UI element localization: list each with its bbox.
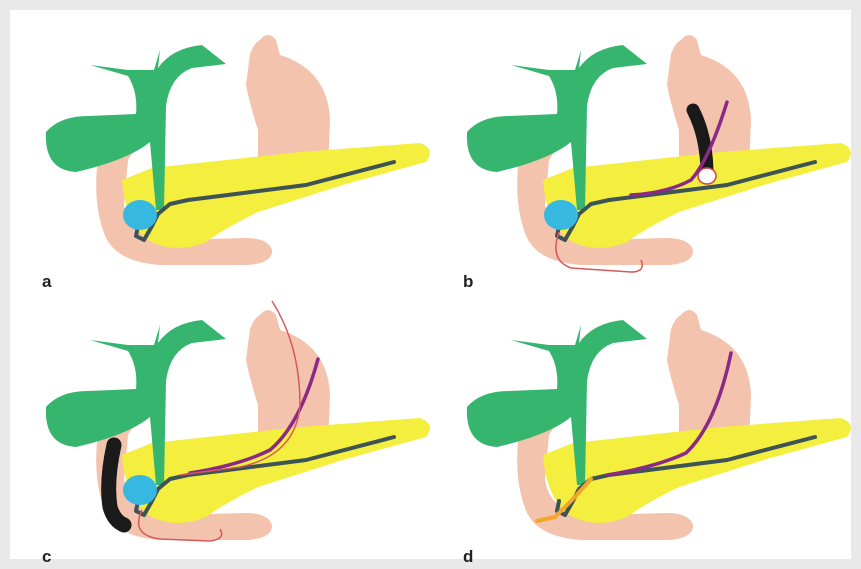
- anatomy: [467, 35, 851, 265]
- panel-label-c: c: [42, 547, 51, 567]
- panel-d: d: [431, 285, 851, 559]
- pancreas: [543, 143, 851, 248]
- panel-b-illustration: [431, 10, 851, 284]
- anatomy: [46, 35, 430, 265]
- panel-d-illustration: [431, 285, 851, 559]
- pancreatic-stone: [544, 200, 578, 230]
- endoscope-tip: [698, 168, 716, 184]
- pancreatic-stone: [123, 200, 157, 230]
- panel-c: c: [10, 285, 430, 559]
- panel-b: b: [431, 10, 851, 284]
- panel-a: a: [10, 10, 430, 284]
- pancreas: [543, 418, 851, 523]
- pancreatic-stone: [123, 475, 157, 505]
- figure-frame: a b: [10, 10, 851, 559]
- anatomy: [467, 310, 851, 540]
- pancreas: [122, 418, 430, 523]
- panel-label-d: d: [463, 547, 473, 567]
- pancreas: [122, 143, 430, 248]
- panel-c-illustration: [10, 285, 430, 559]
- panel-a-illustration: [10, 10, 430, 284]
